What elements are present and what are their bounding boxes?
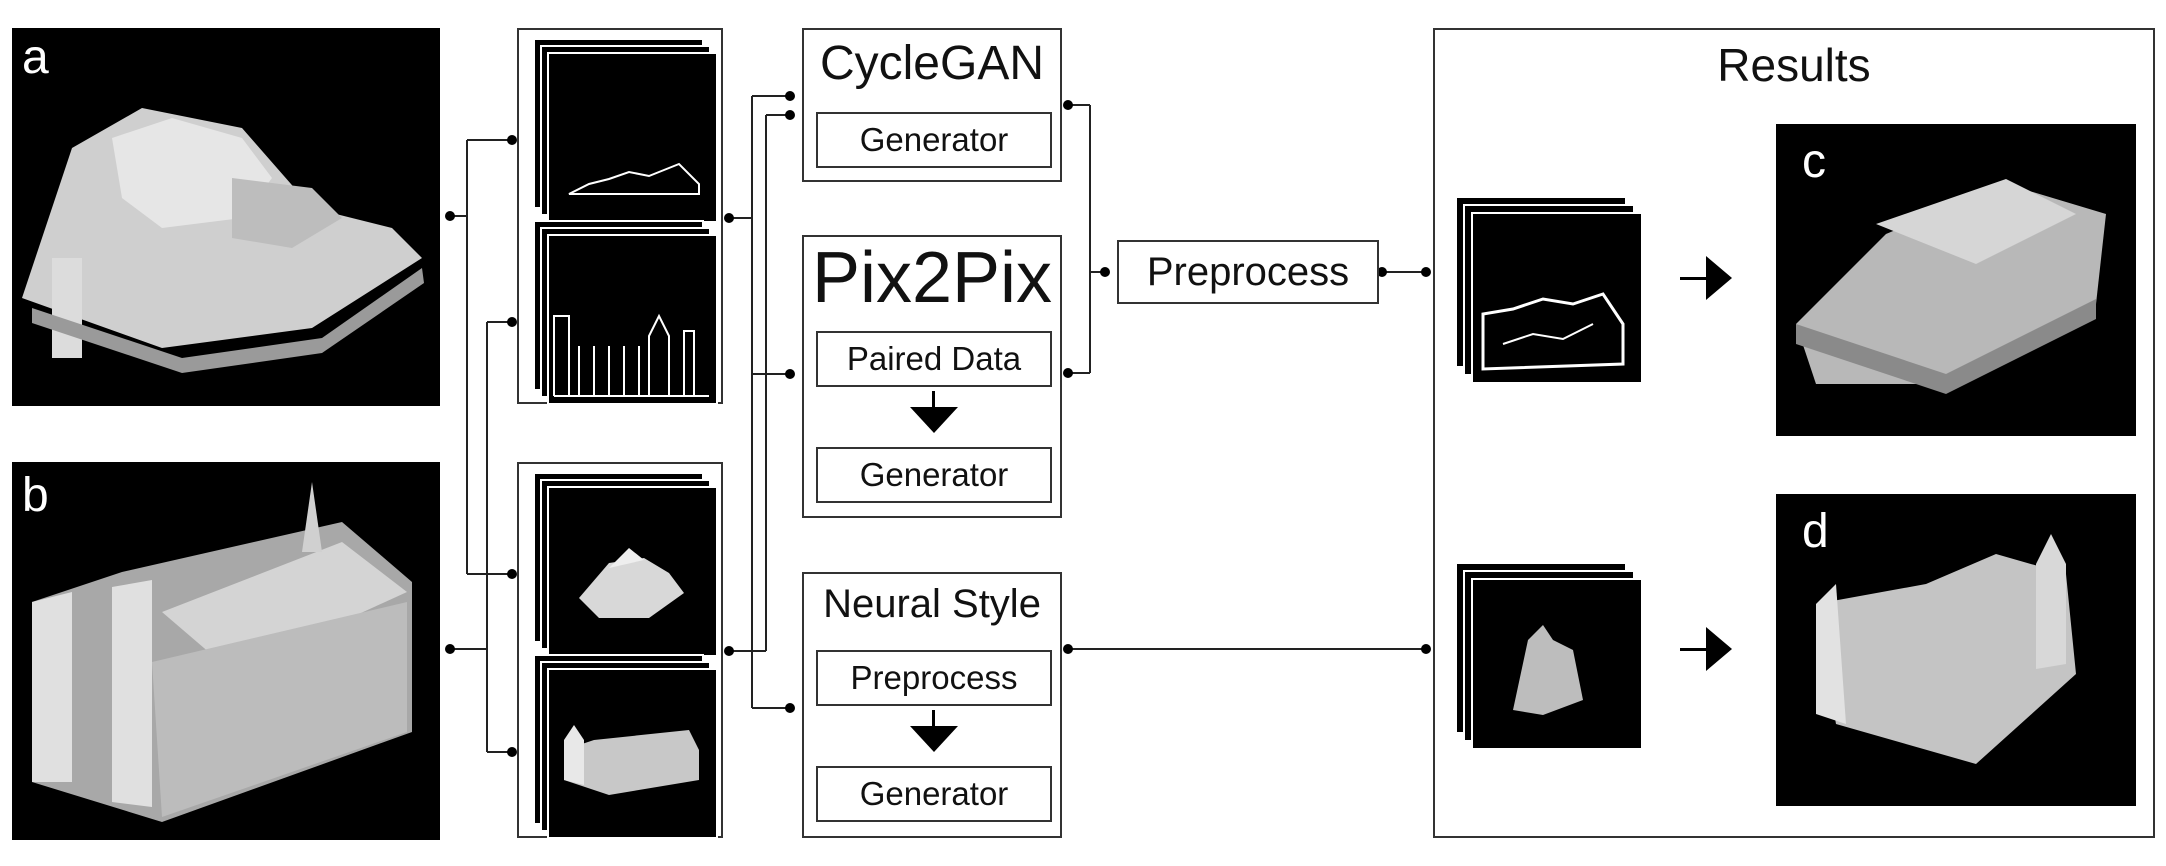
cyclegan-generator-box: Generator	[816, 112, 1052, 168]
results-frame: Results c	[1433, 28, 2155, 838]
neural-style-arrow-stem	[932, 710, 935, 726]
arrow-to-c	[1706, 256, 1732, 300]
preprocess-box: Preprocess	[1117, 240, 1379, 304]
pix2pix-paired-data-box: Paired Data	[816, 331, 1052, 387]
render-b-graphic	[564, 725, 699, 795]
silhouette-a-graphic	[568, 162, 700, 195]
pix2pix-module: Pix2Pix Paired Data Generator	[802, 235, 1062, 518]
neural-style-generator-box: Generator	[816, 766, 1052, 822]
panel-b-image: b	[12, 462, 440, 840]
result-stack-bottom-graphic	[1513, 625, 1583, 715]
arrow-to-d-stem	[1680, 648, 1706, 651]
silhouette-image-frame	[517, 28, 723, 405]
pix2pix-generator-box: Generator	[816, 447, 1052, 503]
render-image-frame	[517, 462, 723, 839]
result-model-d-graphic	[1816, 534, 2076, 764]
pix2pix-arrow-stem	[932, 391, 935, 407]
neural-style-title: Neural Style	[823, 582, 1041, 626]
silhouette-b-graphic	[553, 313, 709, 397]
panel-label-a: a	[22, 31, 49, 84]
building-model-a-graphic	[22, 108, 424, 373]
neural-style-preprocess-box: Preprocess	[816, 650, 1052, 706]
result-model-c-graphic	[1796, 179, 2106, 394]
building-model-b-graphic	[32, 482, 412, 822]
render-a-graphic	[579, 548, 684, 618]
result-stack-top-graphic	[1481, 292, 1625, 371]
panel-d-image: d	[1776, 494, 2136, 806]
pix2pix-title: Pix2Pix	[811, 238, 1053, 318]
arrow-to-d	[1706, 627, 1732, 671]
panel-label-c: c	[1802, 135, 1826, 188]
panel-label-b: b	[22, 469, 49, 522]
panel-label-d: d	[1802, 505, 1829, 558]
panel-c-image: c	[1776, 124, 2136, 436]
neural-style-down-arrow	[910, 726, 958, 752]
arrow-to-c-stem	[1680, 277, 1706, 280]
panel-a-image: a	[12, 28, 440, 406]
cyclegan-module: CycleGAN Generator	[802, 28, 1062, 182]
cyclegan-title: CycleGAN	[819, 37, 1045, 90]
neural-style-module: Neural Style Preprocess Generator	[802, 572, 1062, 838]
pix2pix-down-arrow	[910, 407, 958, 433]
results-title: Results	[1717, 39, 1871, 91]
